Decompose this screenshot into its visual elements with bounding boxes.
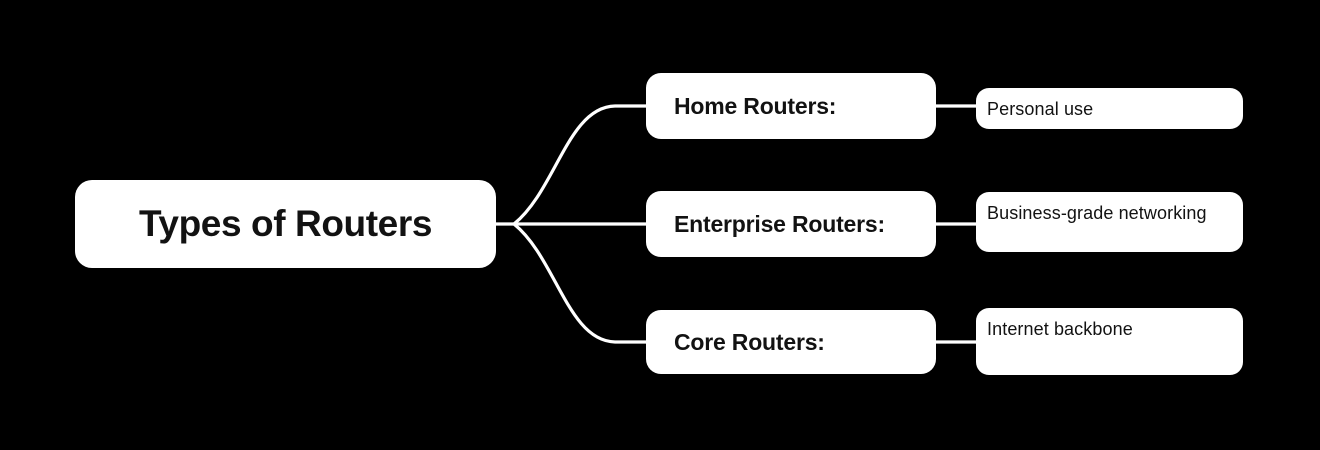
node-branch-home-routers-label: Home Routers: — [674, 92, 837, 119]
connector-root-to-branch-3 — [512, 222, 647, 344]
node-leaf-personal-use[interactable]: Personal use — [976, 88, 1243, 129]
node-branch-home-routers[interactable]: Home Routers: — [646, 73, 936, 139]
node-leaf-internet-backbone-label: Internet backbone — [987, 319, 1133, 339]
node-leaf-personal-use-label: Personal use — [987, 99, 1094, 119]
node-root-label: Types of Routers — [138, 202, 433, 244]
connector-root-to-branch-1 — [512, 104, 647, 226]
node-branch-core-routers-label: Core Routers: — [674, 328, 825, 355]
node-branch-enterprise-routers[interactable]: Enterprise Routers: — [646, 191, 936, 257]
node-leaf-business-grade-networking[interactable]: Business-grade networking — [976, 192, 1243, 252]
node-leaf-internet-backbone[interactable]: Internet backbone — [976, 308, 1243, 375]
node-branch-enterprise-routers-label: Enterprise Routers: — [674, 210, 885, 237]
node-root[interactable]: Types of Routers — [75, 180, 496, 268]
node-branch-core-routers[interactable]: Core Routers: — [646, 310, 936, 374]
node-leaf-business-grade-networking-label: Business-grade networking — [987, 203, 1207, 223]
